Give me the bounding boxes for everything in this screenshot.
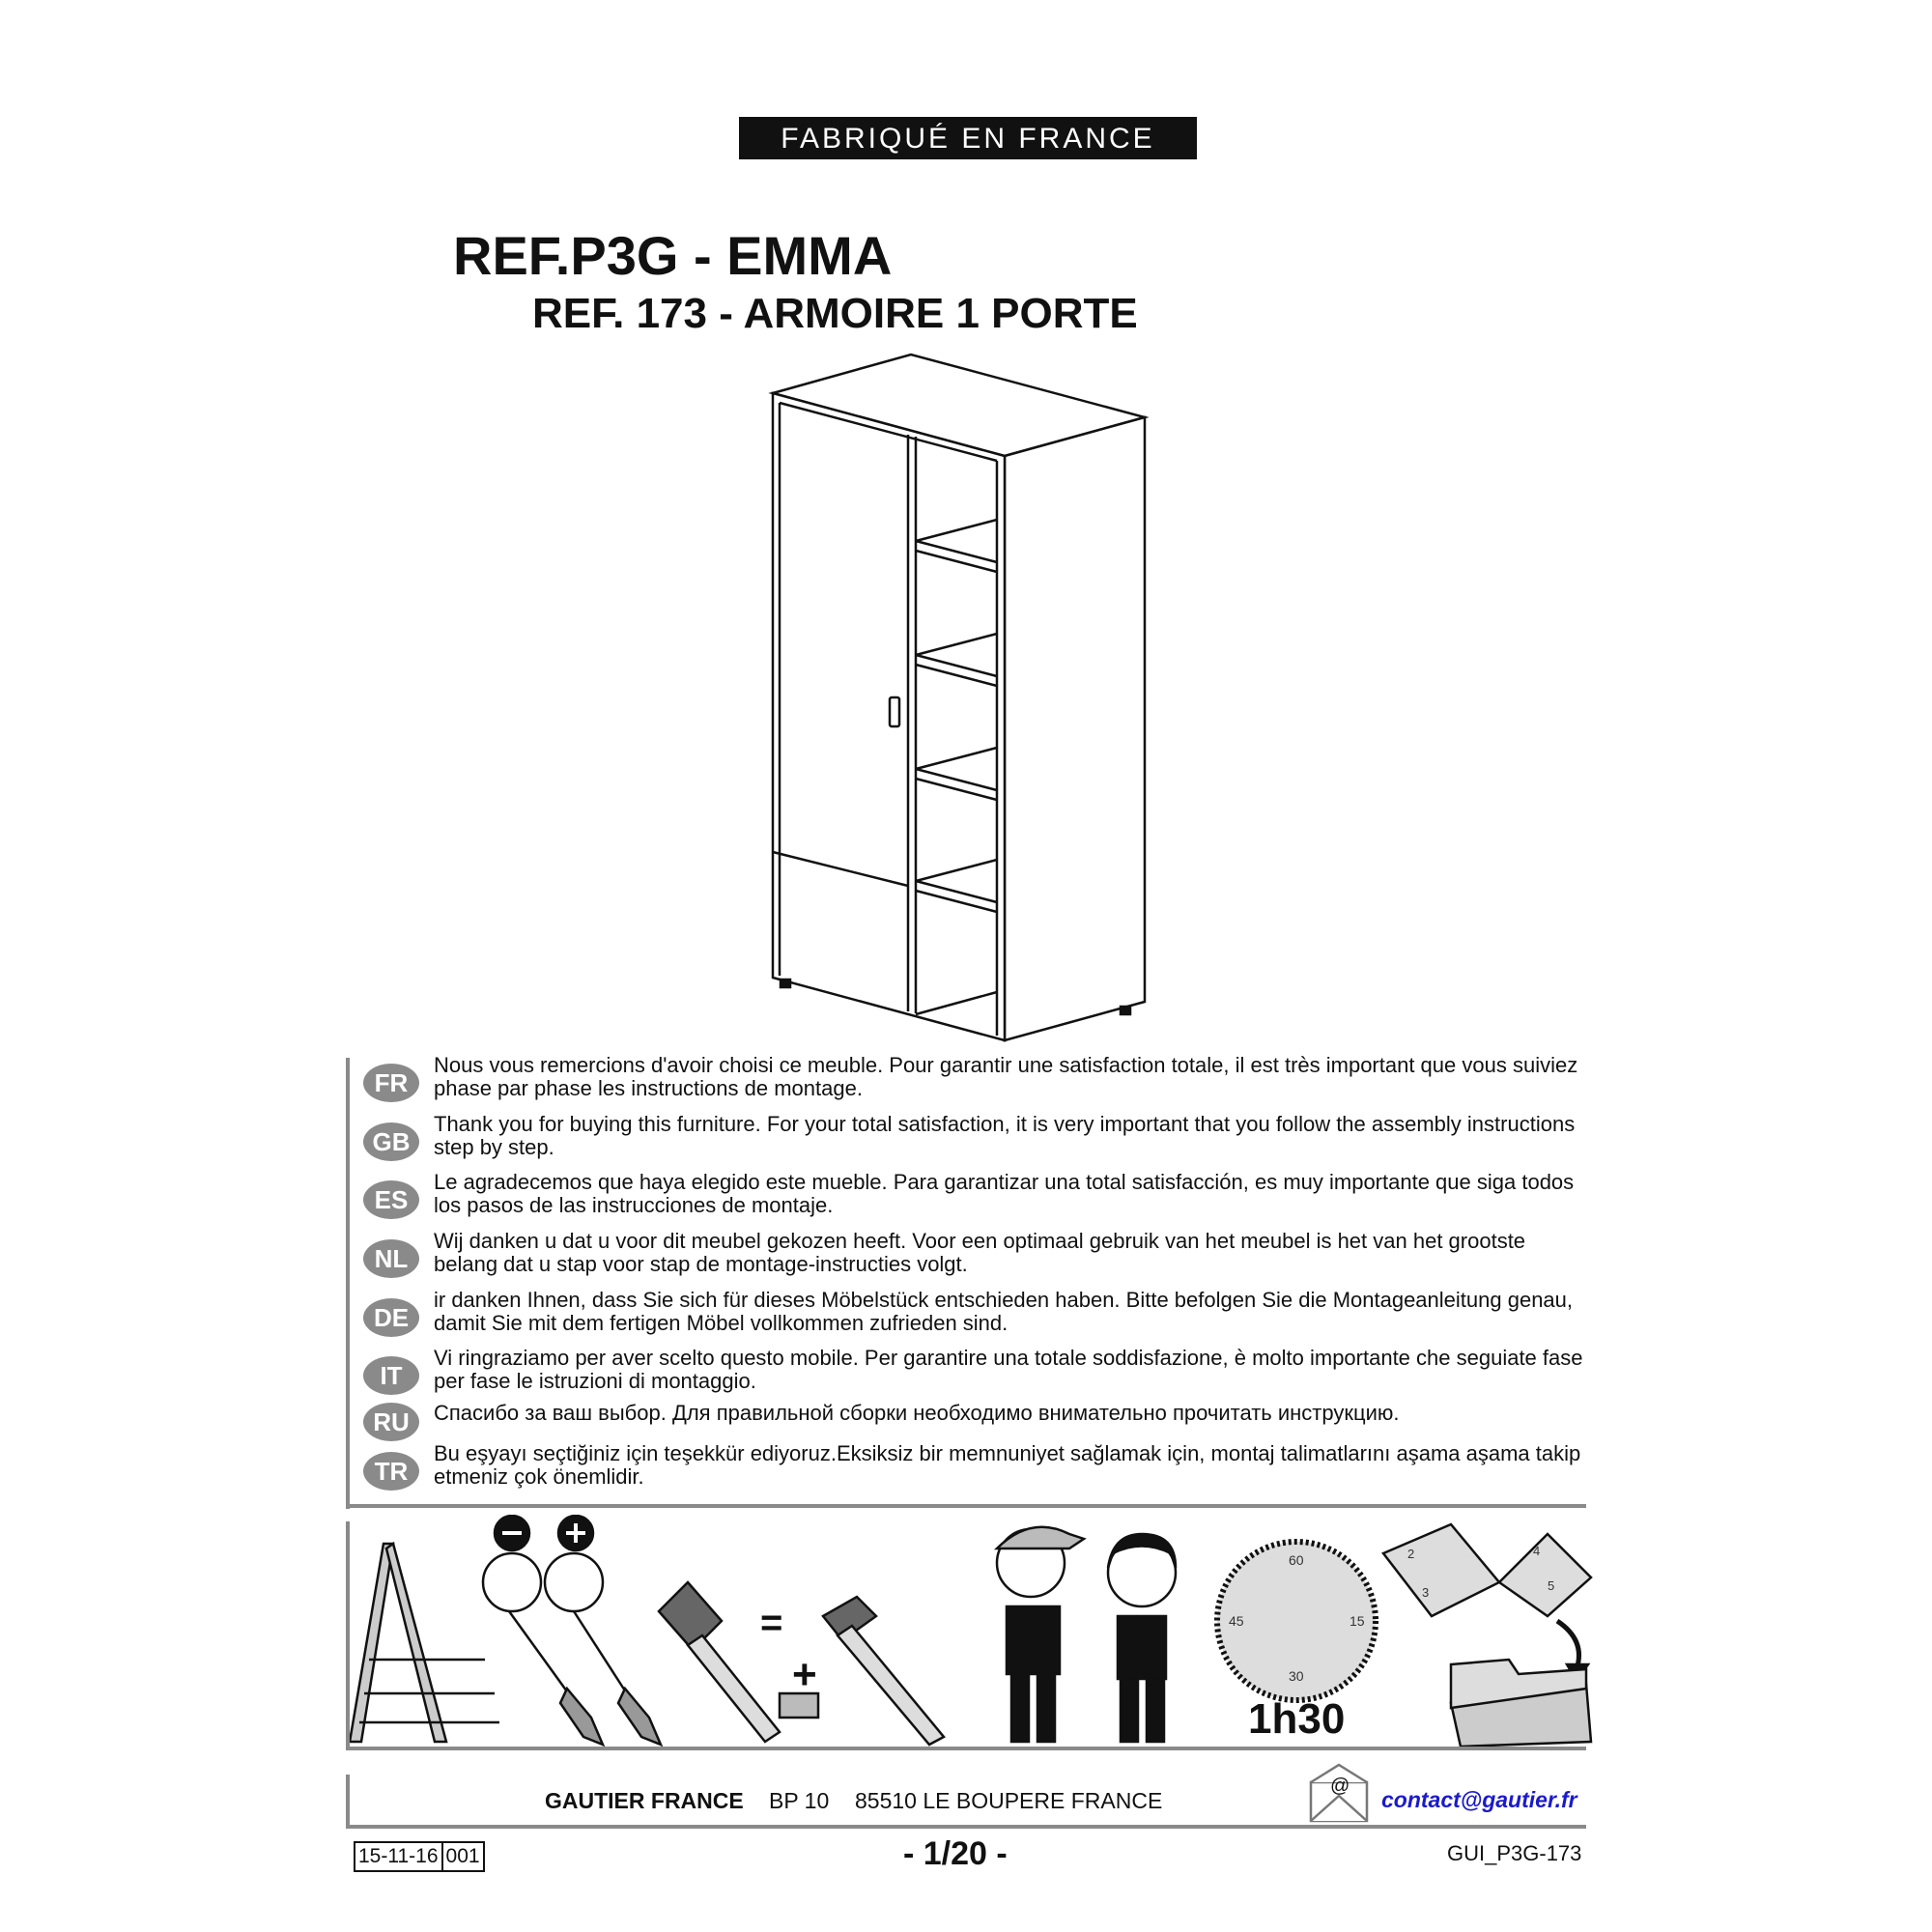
language-text: ir danken Ihnen, dass Sie sich für diese… xyxy=(434,1288,1574,1335)
plus-sign: + xyxy=(792,1651,817,1698)
document-revision: 001 xyxy=(440,1843,483,1870)
document-date: 15-11-16 xyxy=(358,1845,439,1867)
language-badge: RU xyxy=(363,1403,419,1441)
clock-label: 30 xyxy=(1289,1668,1304,1684)
divider xyxy=(346,1747,1586,1750)
product-title: REF.P3G - EMMA xyxy=(453,225,893,286)
mallet-icon xyxy=(657,1580,781,1744)
language-text: Le agradecemos que haya elegido este mue… xyxy=(434,1170,1575,1217)
clock-label: 45 xyxy=(1229,1613,1244,1629)
ladder-icon xyxy=(350,1541,499,1744)
document-date-box: 15-11-16 001 xyxy=(354,1841,485,1872)
clock-icon xyxy=(1214,1539,1378,1703)
book-page-label: 5 xyxy=(1548,1578,1554,1593)
language-badge: ES xyxy=(363,1180,419,1219)
two-people-icon xyxy=(993,1525,1178,1744)
postal-box: BP 10 xyxy=(769,1788,830,1813)
envelope-icon: @ xyxy=(1309,1763,1369,1823)
footer-border xyxy=(346,1775,350,1829)
language-text: Спасибо за ваш выбор. Для правильной сбо… xyxy=(434,1401,1400,1425)
language-section-border xyxy=(346,1058,350,1509)
book-page-label: 4 xyxy=(1533,1544,1540,1558)
language-text: Vi ringraziamo per aver scelto questo mo… xyxy=(434,1346,1583,1393)
language-badge: IT xyxy=(363,1356,419,1395)
language-badge: FR xyxy=(363,1064,419,1102)
language-badge: NL xyxy=(363,1239,419,1278)
language-text: Nous vous remercions d'avoir choisi ce m… xyxy=(434,1053,1578,1100)
language-badge: GB xyxy=(363,1122,419,1161)
company-address: 85510 LE BOUPERE FRANCE xyxy=(855,1788,1163,1813)
tools-section-border xyxy=(346,1521,350,1749)
language-badge: DE xyxy=(363,1298,419,1337)
language-text: Thank you for buying this furniture. For… xyxy=(434,1112,1576,1159)
clock-label: 15 xyxy=(1350,1613,1365,1629)
svg-text:@: @ xyxy=(1330,1776,1350,1797)
screwdriver-flat-icon xyxy=(481,1515,606,1747)
wardrobe-illustration xyxy=(768,353,1150,1042)
assembly-time: 1h30 xyxy=(1248,1695,1346,1743)
language-badge: TR xyxy=(363,1452,419,1491)
book-page-label: 2 xyxy=(1407,1547,1414,1561)
product-subtitle: REF. 173 - ARMOIRE 1 PORTE xyxy=(532,290,1138,337)
language-text: Bu eşyayı seçtiğiniz için teşekkür ediyo… xyxy=(434,1441,1581,1489)
equals-sign: = xyxy=(760,1602,782,1644)
instruction-book-icon xyxy=(1381,1522,1593,1747)
page-number: - 1/20 - xyxy=(903,1835,1008,1872)
language-text: Wij danken u dat u voor dit meubel gekoz… xyxy=(434,1229,1526,1276)
screwdriver-phillips-icon xyxy=(543,1515,664,1747)
hammer-icon xyxy=(778,1595,946,1747)
book-page-label: 3 xyxy=(1422,1585,1429,1600)
tools-illustration: = + 60 15 30 45 2 3 4 5 xyxy=(350,1515,1593,1747)
clock-label: 60 xyxy=(1289,1552,1304,1568)
made-in-france-banner: FABRIQUÉ EN FRANCE xyxy=(739,117,1197,159)
document-reference: GUI_P3G-173 xyxy=(1447,1841,1582,1865)
divider xyxy=(346,1504,1586,1508)
company-name: GAUTIER FRANCE xyxy=(545,1788,744,1813)
divider xyxy=(346,1825,1586,1829)
contact-email-link[interactable]: contact@gautier.fr xyxy=(1381,1787,1577,1812)
